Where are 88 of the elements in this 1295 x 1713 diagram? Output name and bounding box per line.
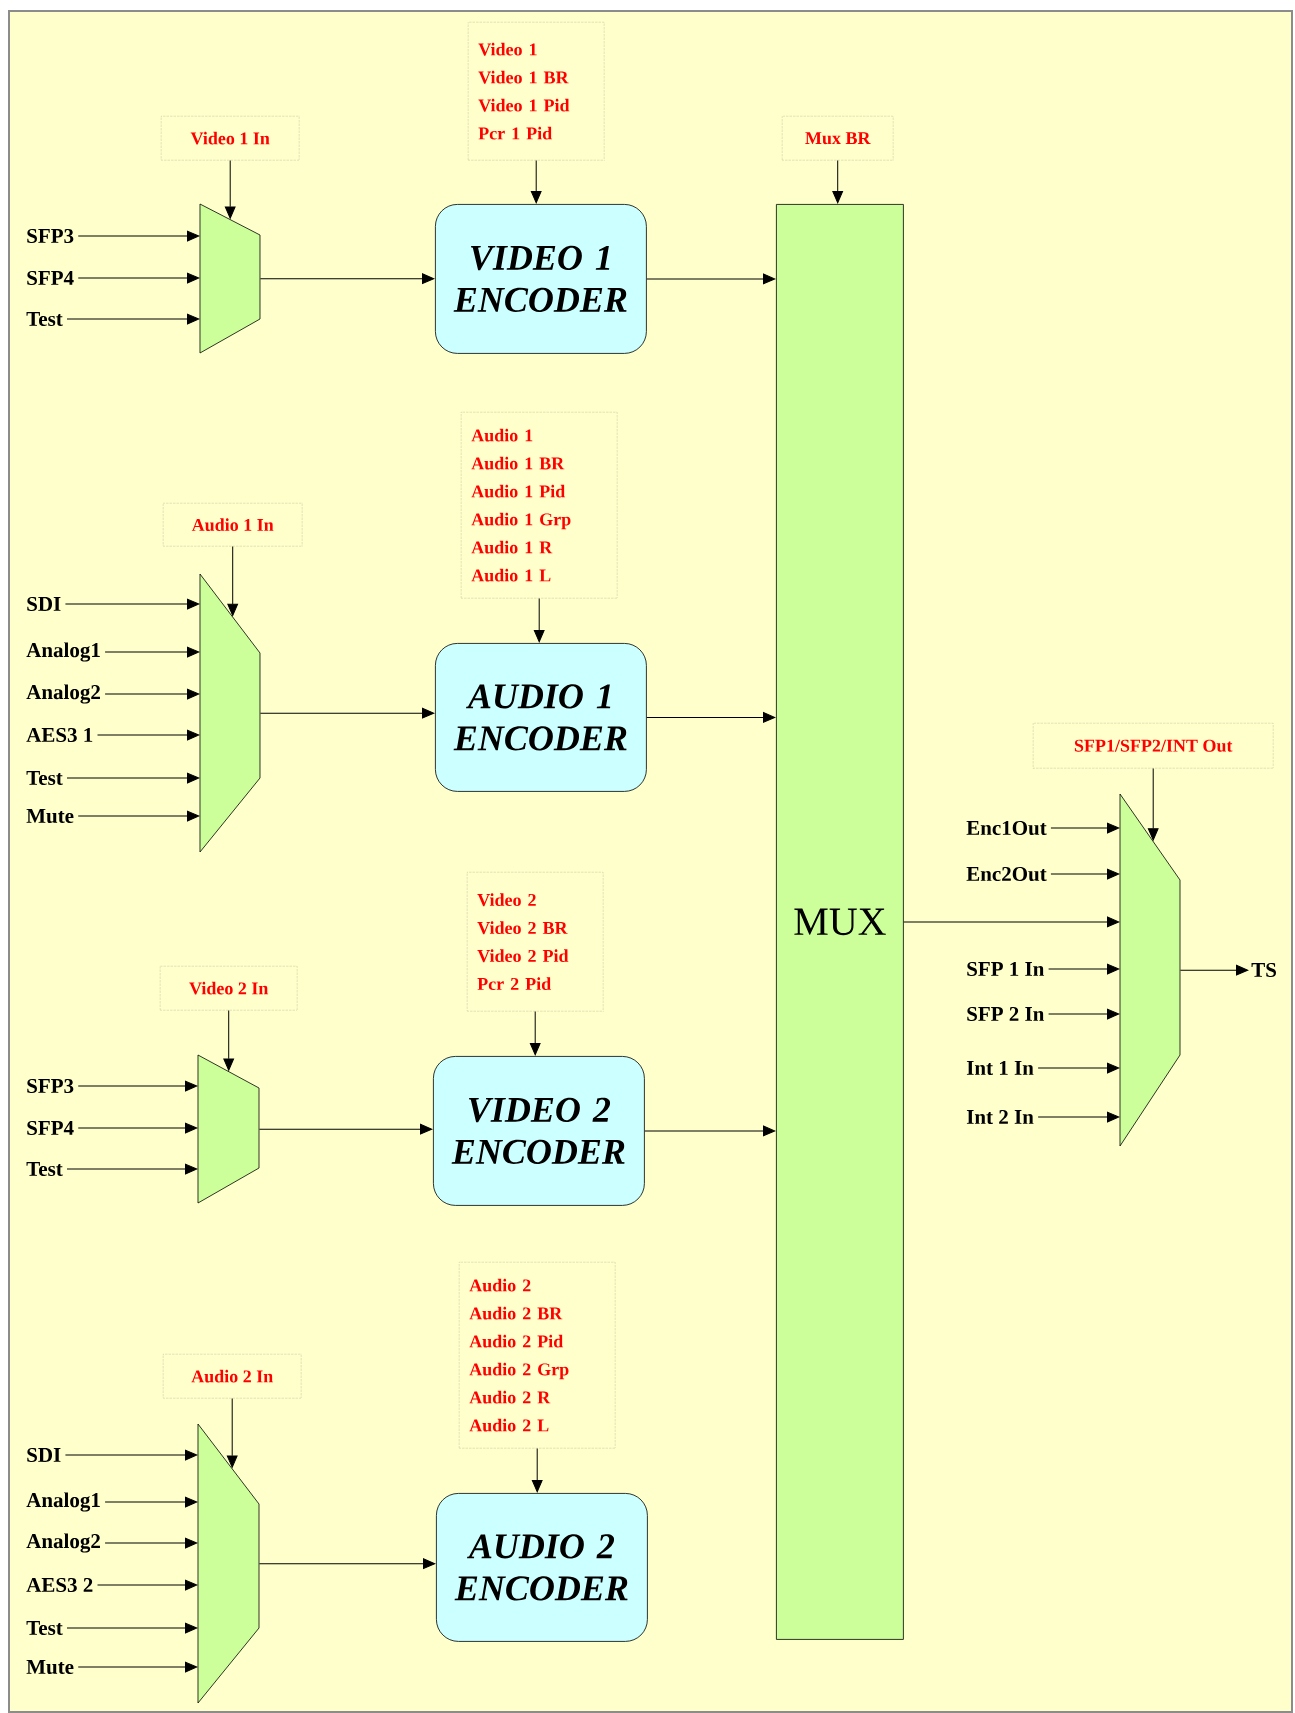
input-label: Int 1 In <box>966 1061 1034 1076</box>
multiplexer-shape <box>199 573 261 853</box>
parameter-box: Audio 1 In <box>163 503 303 547</box>
arrow <box>104 688 200 700</box>
parameter-box: Video 1 In <box>161 116 300 161</box>
arrow <box>77 230 200 242</box>
arrow <box>1050 822 1120 834</box>
arrow <box>258 1558 436 1570</box>
input-label: Analog2 <box>26 1533 100 1553</box>
arrow <box>77 1122 198 1134</box>
parameter-box: Video 2 Video 2 BR Video 2 Pid Pcr 2 Pid <box>467 872 604 1012</box>
input-label: Test <box>26 1621 63 1635</box>
input-label: Analog2 <box>26 684 100 704</box>
arrow <box>531 1447 543 1493</box>
arrow <box>227 545 239 617</box>
arrow <box>66 1163 198 1175</box>
input-label: AES3 2 <box>26 1577 93 1593</box>
arrow <box>64 598 200 610</box>
arrow <box>259 273 435 285</box>
encoder-box: VIDEO 2 ENCODER <box>433 1056 645 1206</box>
input-label: Test <box>26 771 63 785</box>
arrow <box>77 810 200 822</box>
arrow <box>903 916 1120 928</box>
arrow <box>1037 1062 1120 1074</box>
input-label: SFP3 <box>27 228 74 244</box>
parameter-box: SFP1/SFP2/INT Out <box>1033 723 1274 769</box>
parameter-box: Mux BR <box>782 116 894 161</box>
arrow <box>64 1449 198 1461</box>
arrow <box>77 1080 198 1092</box>
input-label: Test <box>26 1162 63 1176</box>
parameter-box: Audio 2 Audio 2 BR Audio 2 Pid Audio 2 Grp Audio 2 R Audio 2 L <box>459 1262 616 1449</box>
parameter-box: Audio 2 In <box>163 1354 302 1399</box>
input-label: Mute <box>26 1660 74 1674</box>
input-label: Test <box>26 312 63 326</box>
input-label: Analog1 <box>26 1492 100 1512</box>
arrow <box>77 272 200 284</box>
encoder-box: AUDIO 2 ENCODER <box>436 1493 648 1642</box>
encoder-box: AUDIO 1 ENCODER <box>435 643 647 792</box>
arrow <box>66 772 200 784</box>
parameter-box: Video 1 Video 1 BR Video 1 Pid Pcr 1 Pid <box>468 22 605 161</box>
arrow <box>533 597 545 643</box>
arrow <box>1037 1111 1120 1123</box>
arrow <box>1147 767 1159 841</box>
arrow <box>259 707 435 719</box>
arrow <box>1050 868 1120 880</box>
arrow <box>224 159 236 219</box>
arrow <box>530 159 542 204</box>
arrow <box>1048 963 1120 975</box>
multiplexer-shape <box>199 203 261 354</box>
multiplexer-shape <box>1119 793 1181 1147</box>
arrow <box>66 1622 198 1634</box>
arrow <box>104 1537 198 1549</box>
arrow <box>97 1579 198 1591</box>
input-label: Int 2 In <box>966 1109 1034 1125</box>
multiplexer-block: MUX <box>776 204 904 1640</box>
arrow <box>644 1125 776 1137</box>
multiplexer-shape <box>197 1423 260 1704</box>
arrow <box>832 159 844 204</box>
encoder-box: VIDEO 1 ENCODER <box>435 204 647 354</box>
arrow <box>223 1009 235 1071</box>
arrow <box>104 1496 198 1508</box>
arrow <box>226 1397 238 1468</box>
input-label: AES3 1 <box>26 727 93 743</box>
parameter-box: Audio 1 Audio 1 BR Audio 1 Pid Audio 1 Grp Audio 1 R Audio 1 L <box>461 412 618 599</box>
arrow <box>1179 964 1249 976</box>
arrow <box>646 712 776 723</box>
arrow <box>104 646 200 658</box>
input-label: SDI <box>27 1447 61 1463</box>
output-label: TS <box>1251 962 1276 978</box>
input-label: Analog1 <box>26 642 100 662</box>
arrow <box>77 1661 198 1673</box>
input-label: SDI <box>27 596 61 612</box>
parameter-box: Video 2 In <box>160 966 298 1011</box>
input-label: Enc2Out <box>966 866 1047 882</box>
arrow <box>1048 1008 1120 1020</box>
input-label: Enc1Out <box>966 820 1047 836</box>
input-label: SFP4 <box>27 270 74 286</box>
input-label: Mute <box>26 809 74 823</box>
arrow <box>258 1123 433 1135</box>
arrow <box>66 313 200 325</box>
input-label: SFP 1 In <box>967 961 1045 977</box>
arrow <box>97 729 200 741</box>
input-label: SFP 2 In <box>967 1006 1045 1022</box>
input-label: SFP4 <box>27 1120 74 1136</box>
multiplexer-shape <box>197 1054 260 1204</box>
input-label: SFP3 <box>27 1078 74 1094</box>
arrow <box>646 273 776 285</box>
arrow <box>529 1010 541 1056</box>
